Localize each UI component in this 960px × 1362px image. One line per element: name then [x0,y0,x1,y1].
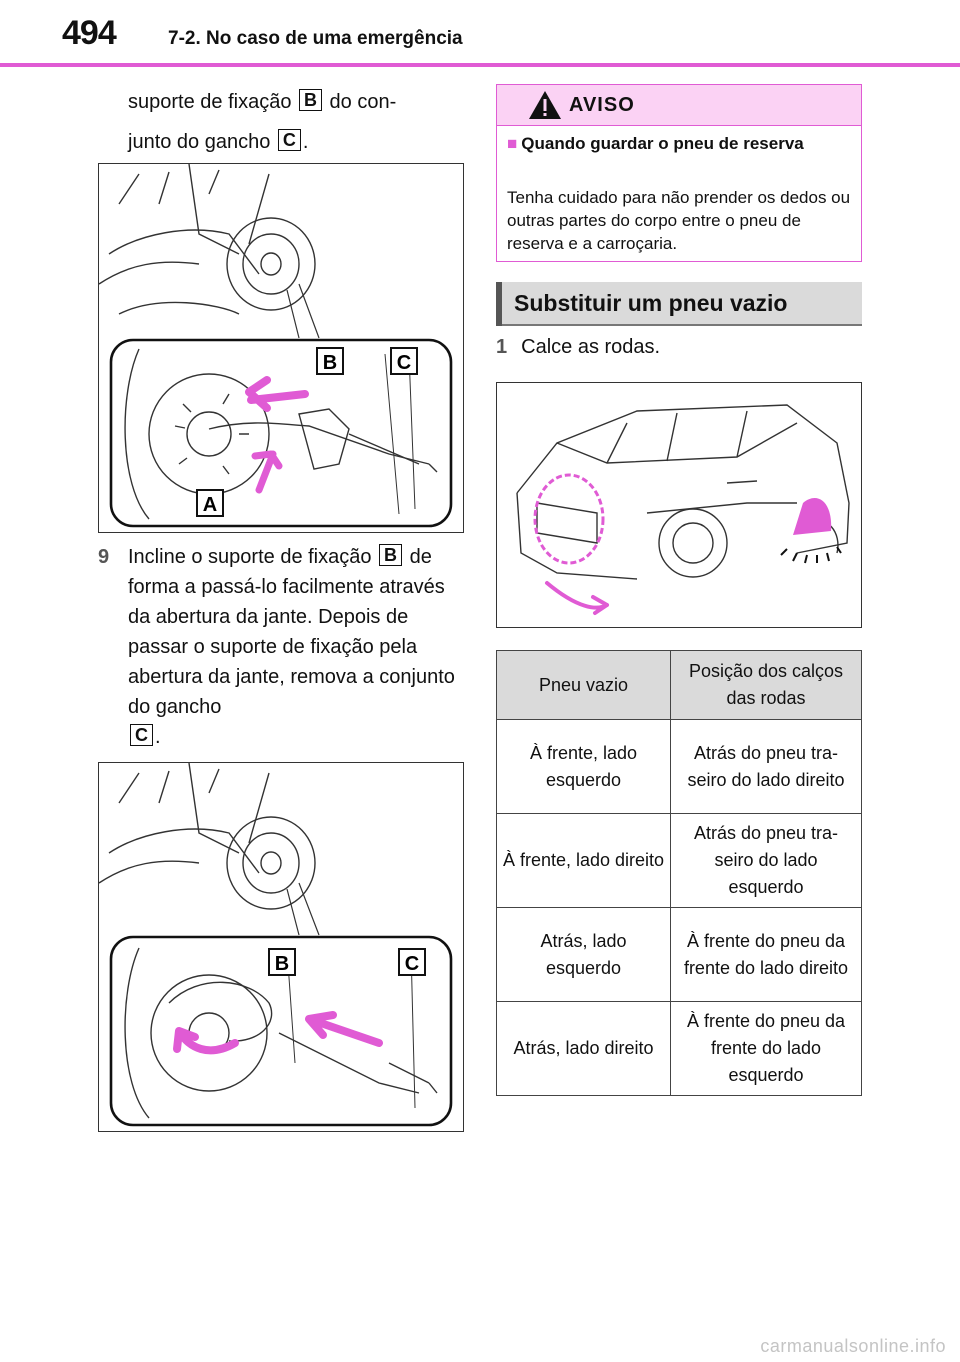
figure-label-a: A [203,494,217,516]
table-cell: À frente, lado esquerdo [496,719,671,814]
table-cell: Atrás do pneu tra-seiro do lado esquerdo [670,813,862,908]
step-text-part: de forma a passá-lo facilmente através d… [128,546,455,718]
page-header: 494 7-2. No caso de uma emergência [0,0,960,67]
warning-box: AVISO ■Quando guardar o pneu de reserva … [496,84,862,262]
label-c-badge: C [277,129,301,151]
figure-jack-hook-illustration: B C A [99,164,453,528]
square-bullet-icon: ■ [507,134,518,153]
table-header-cell: Posição dos calços das rodas [670,650,862,720]
label-b-badge: B [299,89,322,111]
figure-car-illustration [516,404,850,615]
table-header-cell: Pneu vazio [496,650,671,720]
page-number: 494 [62,14,117,52]
figure-label-c: C [405,953,419,975]
step-number: 9 [98,546,110,568]
intro-text-part: junto do gancho [128,131,276,153]
figure-jack-hook-detail: B C A [98,163,464,533]
step-1: 1 Calce as rodas. [496,336,660,359]
figure-label-b: B [275,953,289,975]
table-cell: À frente do pneu da frente do lado direi… [670,907,862,1002]
header-rule [0,63,960,67]
warning-title: AVISO [569,94,635,116]
figure-car-wheel-chocks [496,382,862,628]
table-header-row: Pneu vazio Posição dos calços das rodas [496,650,862,720]
step-9-text: Incline o suporte de fixação B de forma … [128,542,458,752]
table-cell: À frente do pneu da frente do lado esque… [670,1001,862,1096]
intro-text: suporte de fixação B do con- junto do ga… [128,82,468,162]
warning-body: Tenha cuidado para não prender os dedos … [507,188,851,253]
step-text-part: Incline o suporte de fixação [128,546,378,568]
table-cell: À frente, lado direito [496,813,671,908]
table-row: À frente, lado direito Atrás do pneu tra… [496,813,862,908]
subheading: Substituir um pneu vazio [496,282,862,326]
table-row: Atrás, lado esquerdo À frente do pneu da… [496,907,862,1002]
warning-subtitle-text: Quando guardar o pneu de reserva [521,134,804,153]
subheading-text: Substituir um pneu vazio [514,290,788,316]
label-c-badge: C [130,724,153,746]
table-cell: Atrás do pneu tra-seiro do lado direito [670,719,862,814]
figure-hook-removal-illustration: B C [99,763,453,1127]
step-9: 9 Incline o suporte de fixação B de form… [98,542,458,752]
warning-subtitle: ■Quando guardar o pneu de reserva [507,133,852,154]
intro-text-part: suporte de fixação [128,91,297,113]
watermark-text: carmanualsonline.info [760,1336,946,1356]
step-number: 1 [496,336,508,358]
warning-triangle-icon [529,91,561,119]
figure-hook-removal: B C [98,762,464,1132]
subheading-bar [496,282,502,326]
figure-label-b: B [323,352,337,374]
label-b-badge: B [379,544,403,566]
warning-header: AVISO [497,85,861,126]
figure-label-c: C [397,352,411,374]
table-row: Atrás, lado direito À frente do pneu da … [496,1001,862,1096]
table-row: À frente, lado esquerdo Atrás do pneu tr… [496,719,862,814]
wheel-chock-table: Pneu vazio Posição dos calços das rodas … [496,650,862,1096]
intro-text-part: . [302,131,309,153]
intro-text-part: do con- [324,91,397,113]
section-title: 7-2. No caso de uma emergência [168,28,463,49]
step-text-part: . [155,726,161,748]
table-cell: Atrás, lado direito [496,1001,671,1096]
step-1-text: Calce as rodas. [521,336,661,358]
table-cell: Atrás, lado esquerdo [496,907,671,1002]
